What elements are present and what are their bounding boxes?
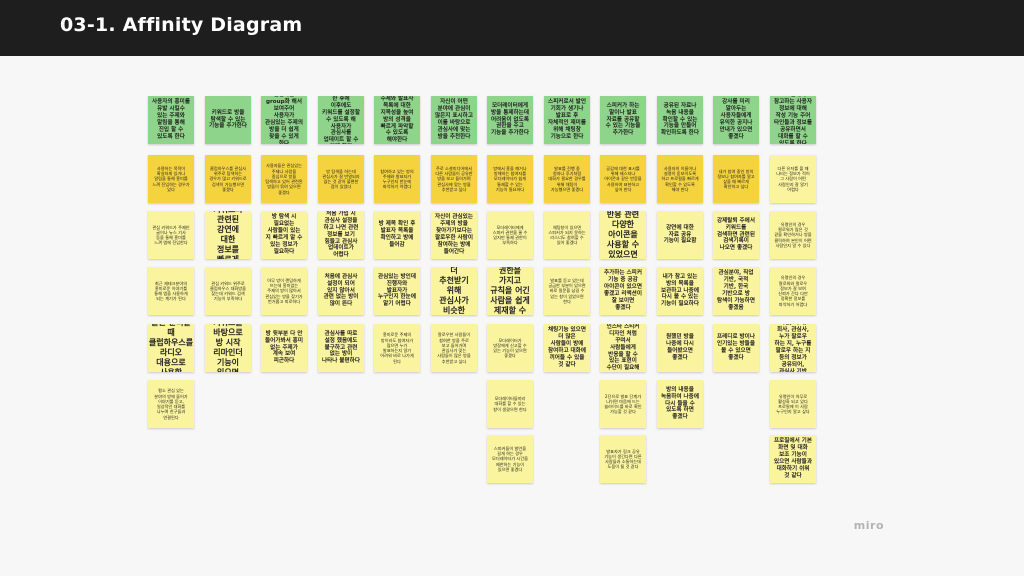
sticky-note[interactable]: 관심있는 키워드를 바탕으로 방 시작 리마인더 기능이 있으면 좋겠음 — [205, 324, 251, 372]
sticky-note[interactable]: 프로필에서 기본 화면 및 대화 보조 기능이 있으면 사람들과 대화하기 쉬워… — [770, 435, 816, 483]
sticky-note[interactable]: 처음에 관심사 설정이 되어 있지 않아서 관련 없는 방이 많이 뜬다 — [318, 267, 364, 315]
sticky-note[interactable]: 유명인의 경우 팔로워와 팔로우 정보가 잘 보여 신뢰가 간다 다만 정확한 … — [770, 267, 816, 315]
column-header-note[interactable]: 주제와 발표자 목록에 대한 지목성을 높여 방의 성격을 빠르게 파악할 수 … — [374, 96, 420, 144]
sticky-note[interactable]: 관심있는 방인데 진행자와 발표자가 누구인지 한눈에 알기 어렵다 — [374, 267, 420, 315]
insight-note[interactable]: 공감에 대한 표시를 위해 제스처나 아이콘과 같은 반응을 사용하여 표현하고… — [600, 155, 646, 203]
sticky-note[interactable]: 2단으로 발표 단계가 나뉘면 마음에 드는 슬라이드를 바로 확인 가능할 것… — [600, 380, 646, 428]
insight-note[interactable]: 사용자의 이름이나 설명이 돋보이도록 하고 프로필을 빠르게 확인할 수 있도… — [657, 155, 703, 203]
sticky-note[interactable]: 발표를 듣고 있는데 궁금한 부분이 있으면 바로 질문을 남길 수 있는 창이… — [544, 267, 590, 315]
sticky-note[interactable]: 모더레이터가 방장에게 신고할 수 있는 기능이 있으면 좋겠다 — [487, 324, 533, 372]
column-header-note[interactable]: 스피커가 하는 말이나 발표 자료를 공유할 수 있는 기능을 추가한다 — [600, 96, 646, 144]
sticky-note[interactable]: 관심 키워드가 주제인 글이나 뉴스 기사 등을 통해 흥미를 느껴 앱에 진입… — [148, 211, 194, 259]
column-header-note[interactable]: 자신이 어떤 분야에 관심이 많은지 표시하고 이를 바탕으로 관심사에 맞는 … — [431, 96, 477, 144]
column-header-note[interactable]: 관심사를 group화 해서 보여주어 사용자가 관심있는 주제의 방을 더 쉽… — [261, 96, 307, 144]
sticky-note[interactable]: 프로필사진, 직업, 학력, 회사, 관심사, 누가 팔로우 하는 지, 누구를… — [770, 324, 816, 372]
insight-note[interactable]: 방에서 흥을 깨거나 방해하는 참여자를 모더레이터가 쉽게 통제할 수 있는 … — [487, 155, 533, 203]
sticky-note[interactable]: 팔로우한 사람들이 참여한 방을 주로 보고 들어가며 관심사가 맞는 사람들이… — [431, 324, 477, 372]
sticky-note[interactable]: 아무 방이 랜덤하게 뜨는데 흥미없는 주제의 방이 많아서 관심있는 방을 찾… — [261, 267, 307, 315]
sticky-note[interactable]: 모더레이터에게 스피커 권한을 줄 수 있지만 통제 권한이 부족하다 — [487, 211, 533, 259]
sticky-note[interactable]: 관심사를 따로 설정 했음에도 불구하고 관련 없는 방이 나타나 불편하다 — [318, 324, 364, 372]
column-header-note[interactable]: 관심사 설정을 한 후에 이후에도 키워드를 설정할 수 있도록 해 사용자가 … — [318, 96, 364, 144]
sticky-note[interactable]: 유명인의 경우 팔로워가 많은 것 같을 확인하거나 방을 클릭하여 본인이 어… — [770, 211, 816, 259]
sticky-note[interactable]: 인스타 스티커 디자인 처럼 꾸며서 사람들에게 반응을 할 수 있는 표현이 … — [600, 324, 646, 372]
insight-note[interactable]: 사용자들은 관심있는 주제나 사람을 중심으로 방을 탐색하고 있어 관련된 방… — [261, 155, 307, 203]
insight-note[interactable]: 발표를 진행 중 청자나 후기처럼 대화가 필요한 경우를 위해 채팅이 가능했… — [544, 155, 590, 203]
sticky-note[interactable]: 최근 재테크분야의 흥미로운 이야기를 통해 앱을 사용하게 되는 계기가 된다 — [148, 267, 194, 315]
sticky-note[interactable]: 다른 유저를 볼 때 나타는 정보가 적어 그 사람이 어떤 사람인지 잘 알기… — [770, 155, 816, 203]
sticky-note[interactable]: 프레디로 방이나 인기있는 방들을 볼 수 있으면 좋겠다 — [713, 324, 759, 372]
sticky-note[interactable]: 출근 준비할 때 클럽하우스를 라디오 대용으로 사용함 — [148, 324, 194, 372]
page-title: 03-1. Affinity Diagram — [60, 14, 303, 36]
sticky-note[interactable]: 발표자가 링크 공유 기능이 생긴다면 다른 사람들과 소통하는데 도움이 될 … — [600, 435, 646, 483]
sticky-note[interactable]: 평소 관심 있는 분야의 방에 들어가 이야기를 듣고, 일상적인 대화를 나누… — [148, 380, 194, 428]
sticky-note[interactable]: 내가 참고 있는 방의 목록을 보관하고 나중에 다시 볼 수 있는 기능이 필… — [657, 267, 703, 315]
sticky-note[interactable]: 유명인이 아무로 활성화 되고 있다 프로필에 이 사람 누구인지 알고 싶다 — [770, 380, 816, 428]
sticky-note[interactable]: 흥미로운 주제의 방이라도 참여자가 많으면 누가 발표하는지 알기 어려워 바… — [374, 324, 420, 372]
sticky-note[interactable]: 강연에 대한 자료 공유 기능이 필요함 — [657, 211, 703, 259]
header-bar: 03-1. Affinity Diagram — [0, 0, 1024, 56]
column-header-note[interactable]: 사용자의 흥미를 유발 시킬수 있는 주제와 알림을 통해 진입 할 수 있도록… — [148, 96, 194, 144]
sticky-note[interactable]: 관심분야, 직업 기반, 국적 기반, 한국 기반으로 방 탐색이 가능하면 좋… — [713, 267, 759, 315]
insight-note[interactable]: 참여하고 있는 방의 주제와 발표자가 누구인지 한눈에 파악하기 어렵다 — [374, 155, 420, 203]
sticky-note[interactable]: 방 제목 확인 후 발표자 목록을 확인하고 방에 들어감 — [374, 211, 420, 259]
miro-board[interactable]: 사용자의 흥미를 유발 시킬수 있는 주제와 알림을 통해 진입 할 수 있도록… — [0, 56, 1024, 576]
sticky-note[interactable]: 방 뒷부분 다 안 들어가봐서 흥미 없는 주제가 계속 보여 피곤하다 — [261, 324, 307, 372]
insight-note[interactable]: 내가 참여 중인 방의 정보나 참여자를 알고 싶을 때 빠르게 확인하고 싶다 — [713, 155, 759, 203]
sticky-note[interactable]: 채팅창이 있으면 스피커가 되지 못하는 리스너도 참여할 수 있어 좋겠다 — [544, 211, 590, 259]
column-header-note[interactable]: 공유된 자료나 녹음 내용을 확인할 수 있는 기능을 만들어 확인하도록 한다 — [657, 96, 703, 144]
sticky-note[interactable]: 관심 키워드 위주로 클럽하우스 대화방을 찾는데 키워드 검색 기능이 부족하… — [205, 267, 251, 315]
insight-note[interactable]: 사용하는 목적이 확실하게 있거나 알림을 통해 흥미를 느껴 진입하는 경우가… — [148, 155, 194, 203]
insight-note[interactable]: 방 탐색을 하는데 관심사가 잘 반영되지 않는 것 같아 불편한 점이 있었다 — [318, 155, 364, 203]
column-header-note[interactable]: 강사를 미리 알아두는 사용자들에게 유익한 공지나 안내가 있으면 좋겠다 — [713, 96, 759, 144]
sticky-note[interactable]: 채팅기능 있으면 더 많은 사람들이 방에 참여하고 대화에 끼어들 수 있을 … — [544, 324, 590, 372]
insight-note[interactable]: 주로 소셜미디어에서 다른 사람들이 공유한 방을 보고 들어가며 관심사에 맞… — [431, 155, 477, 203]
column-header-note[interactable]: 프로필에서 참고하는 사용자 정보에 대해 작성 기능 주어 타인들과 정보를 … — [770, 96, 816, 144]
sticky-note[interactable]: 모더레이터들끼리 대화를 할 수 있는 창이 생겼으면 한다 — [487, 380, 533, 428]
sticky-note[interactable]: 관심주제에 대한 방을 더 추천받기 위해 관심사가 비슷한 사용자를 팔로우함 — [431, 267, 477, 315]
sticky-note[interactable]: 강제탈퇴 주에서 키워드를 검색하면 관련된 검색기록이 나오면 좋겠다 — [713, 211, 759, 259]
sticky-note[interactable]: 스피커들이 발언을 길게 하는 경우 모더레이터가 시간을 제한하는 기능이 있… — [487, 435, 533, 483]
sticky-note[interactable]: 모더레이터가 방장의 권한을 가지고 규칙을 어긴 사람을 쉽게 제재할 수 있… — [487, 267, 533, 315]
miro-logo: miro — [853, 519, 884, 532]
column-header-note[interactable]: 스피커로서 발언 기회가 생기나 발표로 후 자체적인 재미를 위해 채팅창 기… — [544, 96, 590, 144]
sticky-note[interactable]: 자신이 관심있는 주제의 방을 찾아가기보다는 팔로우한 사람이 참여하는 방에… — [431, 211, 477, 259]
sticky-note[interactable]: 추가하는 스피커 기능 중 공감 아이콘이 있으면 좋겠고 리액션이 잘 보이면… — [600, 267, 646, 315]
sticky-note[interactable]: 처음 가입 시 관심사 설정을 하고 나면 관련 정보를 보기 힘들고 관심사 … — [318, 211, 364, 259]
sticky-note[interactable]: 방 탐색 시 필요없는 사람들이 있는 지 빠르게 알 수 있는 정보가 필요하… — [261, 211, 307, 259]
column-header-note[interactable]: 키워드로 방을 탐색할 수 있는 기능을 추가한다 — [205, 96, 251, 144]
sticky-note[interactable]: 리스너입장에서 반응 관련 다양한 아이콘을 사용할 수 있었으면 좋겠음 — [600, 211, 646, 259]
insight-note[interactable]: 클럽하우스를 관심사 위주로 탐색하는 경우가 많고 키워드로 검색이 가능했으… — [205, 155, 251, 203]
sticky-note[interactable]: 원했던 방을 나중에 다시 들어봤으면 좋겠다 — [657, 324, 703, 372]
column-header-note[interactable]: 모더레이터에게 방을 통제하는데 어려움이 없도록 권한을 주고 기능을 추가한… — [487, 96, 533, 144]
sticky-note[interactable]: 방의 내용을 녹음하여 나중에 다시 들을 수 있도록 하면 좋겠다 — [657, 380, 703, 428]
